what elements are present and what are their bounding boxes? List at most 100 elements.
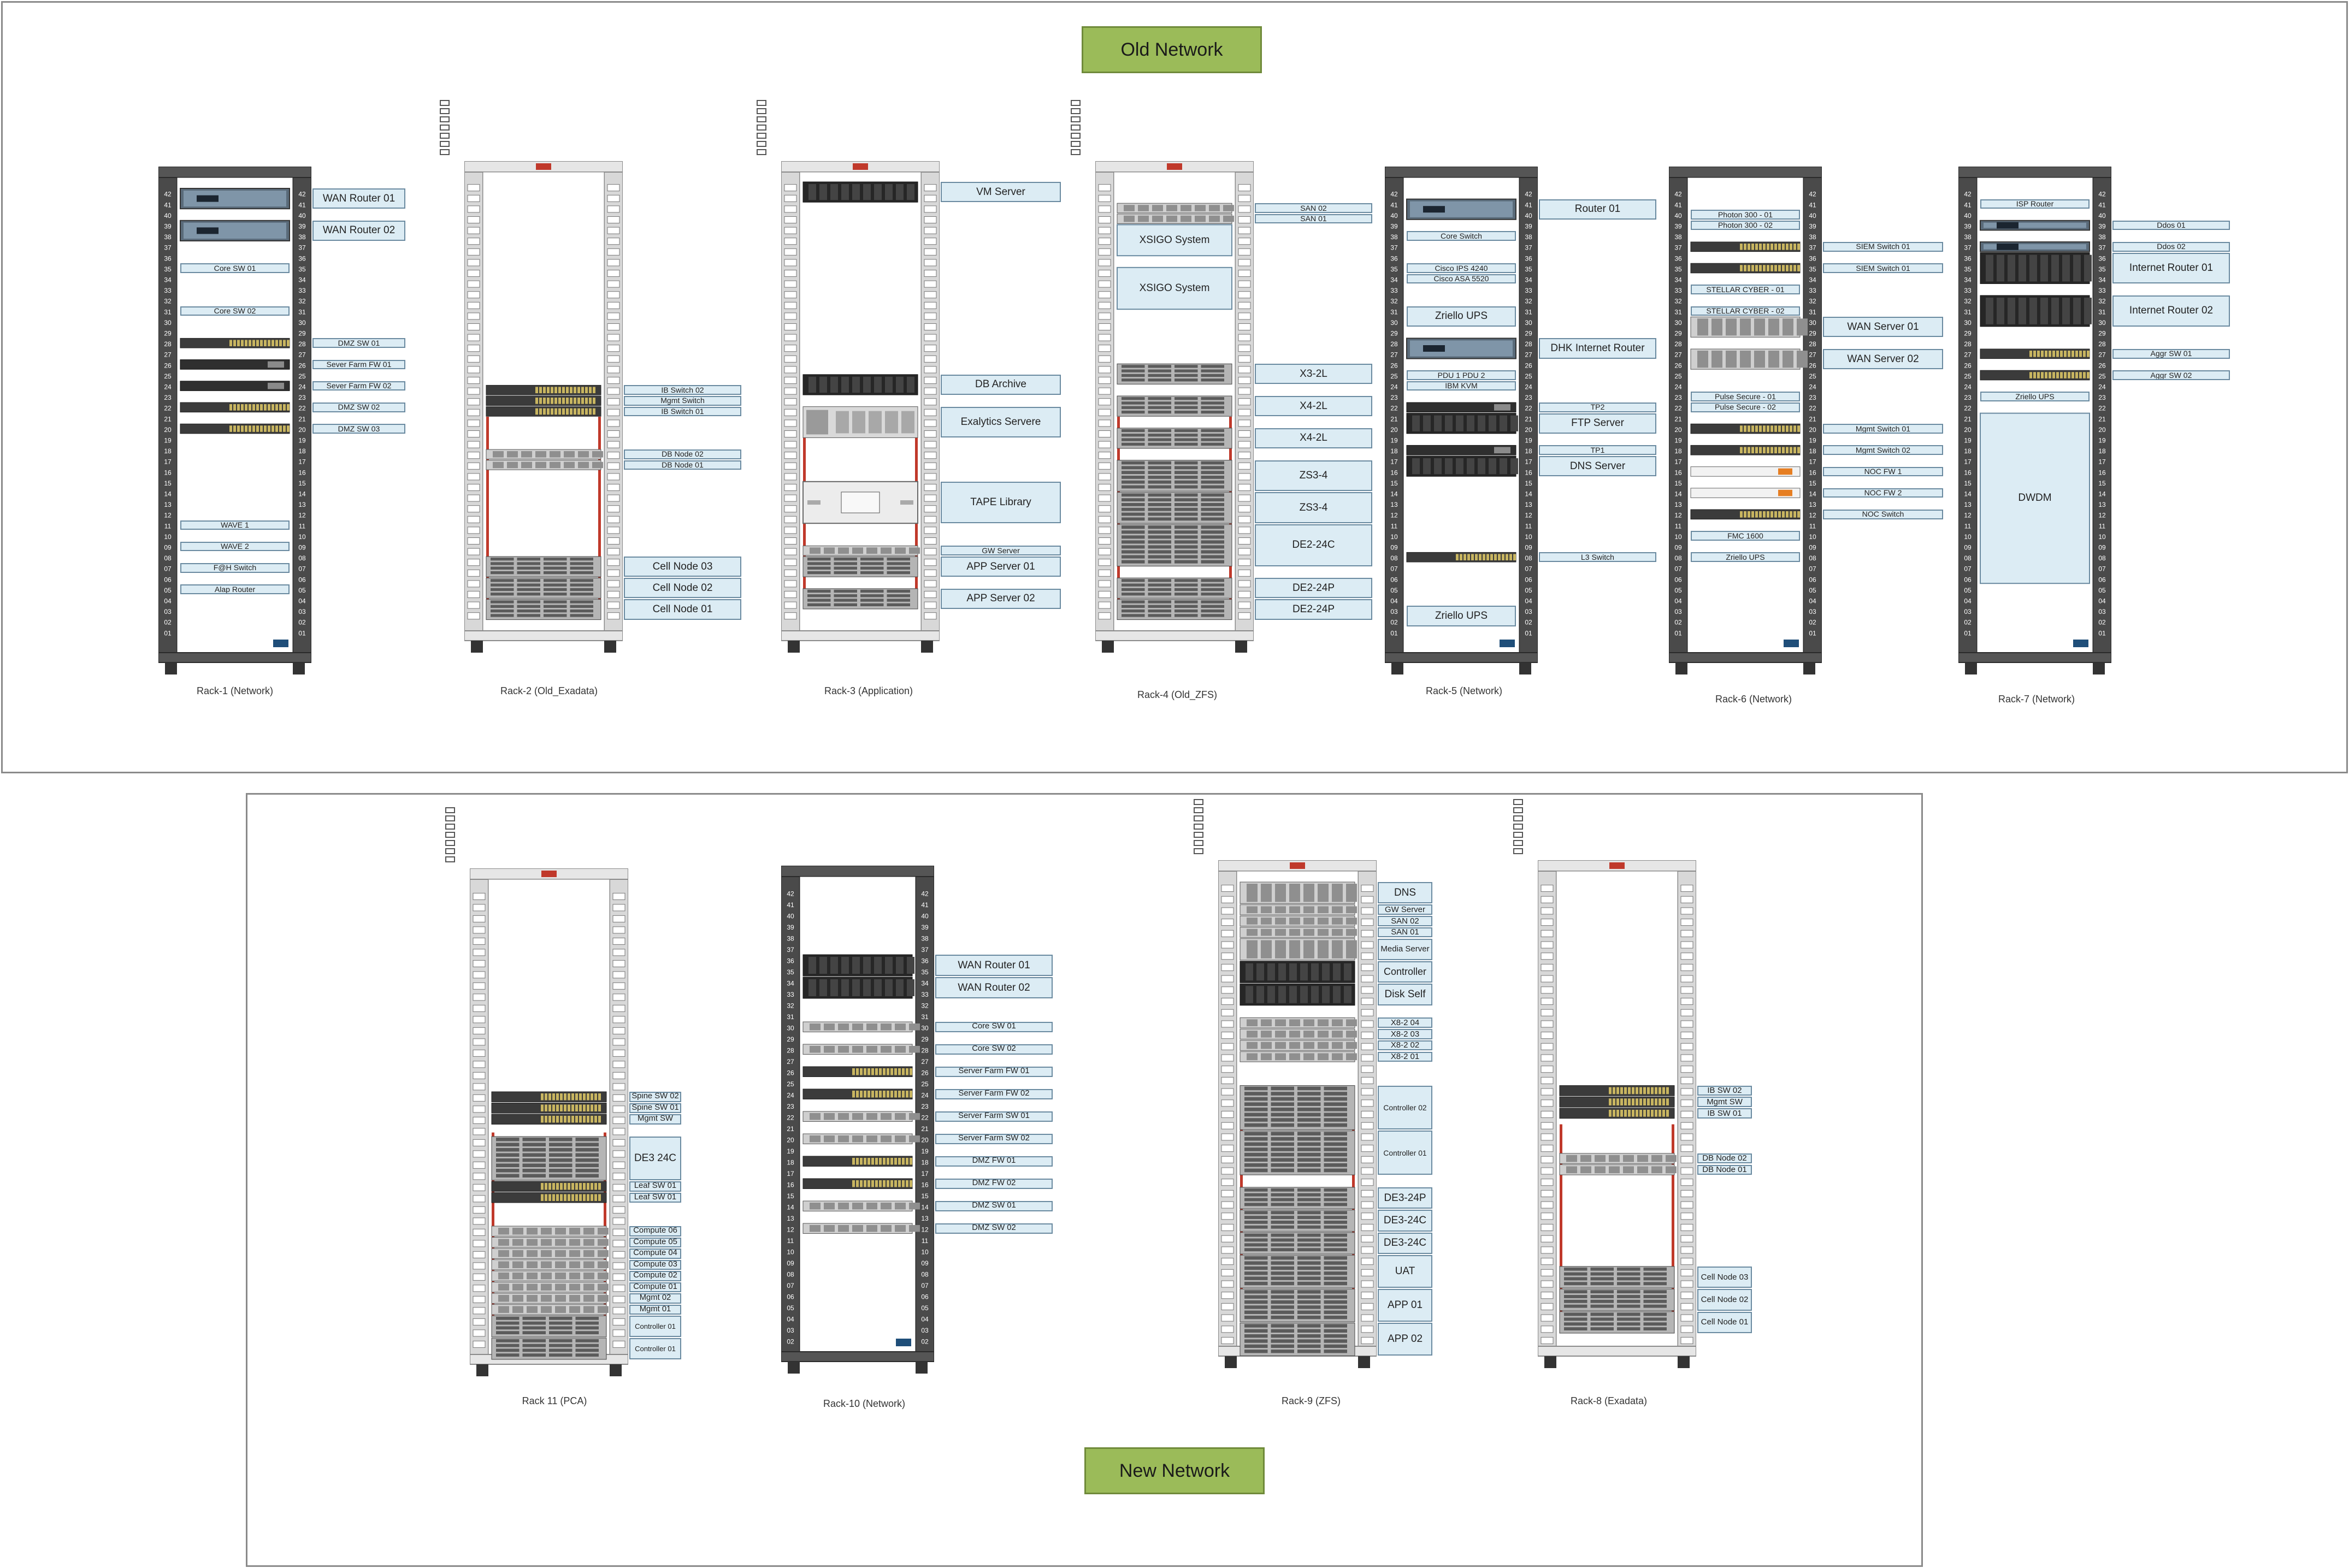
svg-text:32: 32	[1809, 298, 1816, 305]
svg-text:25: 25	[1525, 372, 1532, 380]
rack-device	[802, 588, 918, 610]
rack-device	[491, 1315, 607, 1338]
rack-caption: Rack-1 (Network)	[196, 685, 274, 696]
device-label: Zriello UPS	[1691, 552, 1800, 562]
svg-text:39: 39	[787, 924, 794, 931]
rack-device	[1240, 1017, 1357, 1028]
device-label: Compute 02	[629, 1271, 681, 1281]
svg-text:31: 31	[921, 1013, 929, 1021]
rack-device	[802, 1111, 920, 1122]
rack-device	[1117, 524, 1232, 567]
rack-device	[1117, 460, 1232, 492]
svg-text:31: 31	[1525, 308, 1532, 316]
rack-caption: Rack-4 (Old_ZFS)	[1137, 689, 1218, 700]
svg-text:17: 17	[1525, 458, 1532, 466]
svg-text:01: 01	[1964, 629, 1972, 637]
svg-text:09: 09	[1390, 544, 1398, 552]
svg-text:26: 26	[2098, 362, 2106, 369]
svg-text:32: 32	[1964, 298, 1972, 305]
rack-device	[802, 1133, 920, 1144]
device-label: WAN Router 02	[312, 220, 405, 241]
svg-text:02: 02	[1809, 619, 1816, 626]
svg-text:41: 41	[787, 901, 794, 909]
svg-text:29: 29	[787, 1036, 794, 1043]
rack-device	[1240, 983, 1355, 1006]
rack-slot-marker	[445, 848, 455, 854]
svg-text:14: 14	[1390, 490, 1398, 498]
device-label: GW Server	[1378, 904, 1432, 915]
svg-text:19: 19	[787, 1147, 794, 1155]
rack-device	[1559, 1085, 1675, 1096]
rack-device	[802, 545, 920, 556]
device-label: IB SW 01	[1697, 1108, 1752, 1119]
svg-text:32: 32	[1674, 298, 1682, 305]
svg-text:42: 42	[1964, 191, 1972, 198]
svg-text:08: 08	[1525, 554, 1532, 562]
svg-text:26: 26	[787, 1069, 794, 1076]
svg-text:36: 36	[1525, 255, 1532, 262]
svg-text:28: 28	[787, 1046, 794, 1054]
device-label: APP Server 02	[941, 588, 1061, 609]
svg-text:23: 23	[921, 1103, 929, 1110]
rack-slot-marker	[440, 133, 450, 139]
rack-device	[491, 1304, 609, 1315]
device-label: DB Node 02	[624, 449, 741, 459]
device-label: Router 01	[1539, 199, 1656, 220]
svg-text:04: 04	[1964, 597, 1972, 605]
svg-text:40: 40	[1674, 212, 1682, 220]
svg-text:12: 12	[1390, 512, 1398, 519]
svg-text:28: 28	[1964, 340, 1972, 348]
rack-device	[1117, 599, 1232, 620]
rack-device	[491, 1136, 607, 1181]
svg-text:05: 05	[787, 1304, 794, 1312]
svg-text:07: 07	[921, 1282, 929, 1289]
svg-text:11: 11	[922, 1237, 929, 1245]
svg-text:18: 18	[1525, 447, 1532, 455]
rack-device	[486, 395, 601, 406]
device-label: DMZ FW 01	[935, 1156, 1053, 1167]
svg-text:03: 03	[1809, 608, 1816, 616]
svg-text:27: 27	[164, 351, 172, 359]
svg-text:25: 25	[164, 372, 172, 380]
device-label: WAN Router 01	[935, 955, 1053, 976]
svg-text:23: 23	[1964, 394, 1972, 401]
svg-text:04: 04	[1809, 597, 1816, 605]
svg-text:05: 05	[1809, 587, 1816, 594]
device-label: SAN 01	[1378, 927, 1432, 938]
rack-device	[1117, 577, 1232, 599]
device-label: DE3-24P	[1378, 1187, 1432, 1209]
svg-text:03: 03	[1525, 608, 1532, 616]
device-label: DMZ SW 02	[935, 1223, 1053, 1234]
svg-text:20: 20	[164, 426, 172, 434]
device-label: Server Farm FW 02	[935, 1089, 1053, 1099]
svg-text:32: 32	[298, 298, 306, 305]
device-label: Mgmt Switch 02	[1823, 445, 1943, 455]
svg-text:13: 13	[1525, 501, 1532, 508]
device-label: DHK Internet Router	[1539, 338, 1656, 359]
rack-device	[491, 1293, 609, 1304]
svg-text:24: 24	[1390, 383, 1398, 391]
device-label: Compute 01	[629, 1282, 681, 1292]
svg-text:30: 30	[1964, 319, 1972, 327]
rack-device	[1406, 198, 1516, 220]
svg-text:33: 33	[2098, 287, 2106, 294]
svg-text:27: 27	[1390, 351, 1398, 359]
svg-text:24: 24	[921, 1091, 929, 1099]
rack-slot-marker	[1513, 799, 1523, 805]
device-label: Cell Node 03	[624, 557, 741, 577]
svg-text:21: 21	[298, 415, 306, 423]
svg-text:41: 41	[2098, 201, 2106, 209]
svg-text:37: 37	[1809, 244, 1816, 252]
svg-text:39: 39	[1674, 223, 1682, 230]
device-label: WAN Router 01	[312, 188, 405, 209]
svg-text:03: 03	[1674, 608, 1682, 616]
rack-slot-marker	[440, 116, 450, 122]
svg-text:34: 34	[164, 276, 172, 284]
svg-text:03: 03	[921, 1327, 929, 1334]
svg-text:19: 19	[2098, 437, 2106, 445]
device-label: Compute 03	[629, 1259, 681, 1270]
svg-text:42: 42	[2098, 191, 2106, 198]
